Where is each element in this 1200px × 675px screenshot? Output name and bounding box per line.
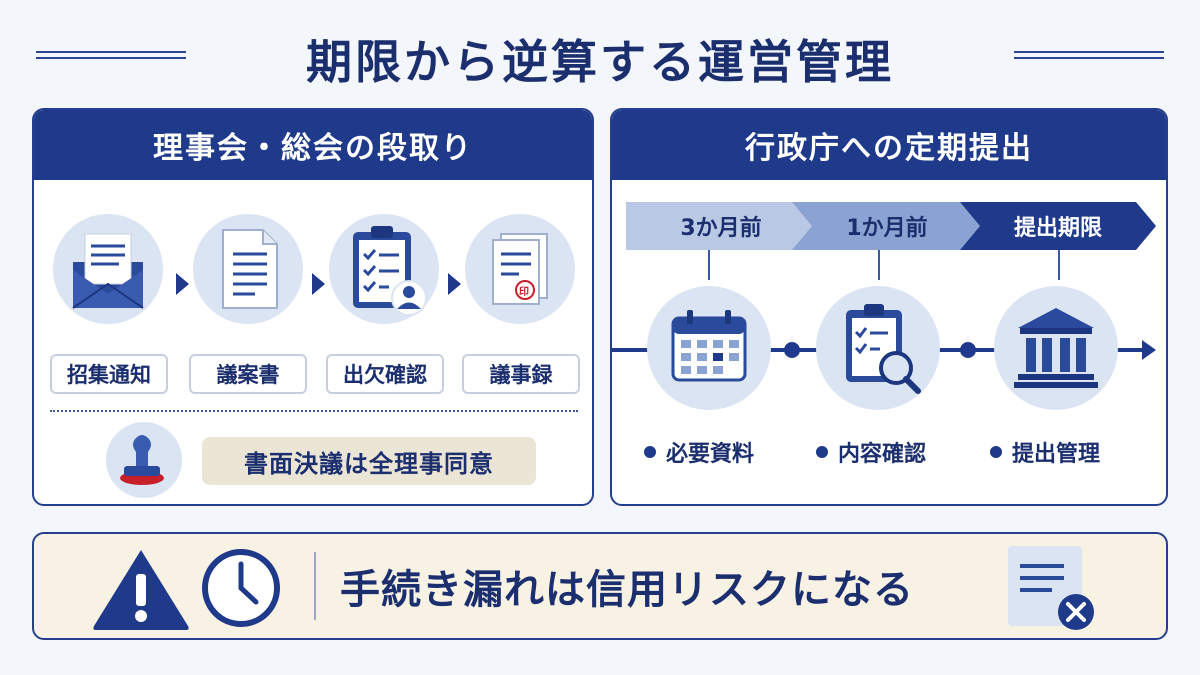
step-minutes-circle: 印 (465, 214, 575, 324)
title-row: 期限から逆算する運営管理 (0, 18, 1200, 89)
meeting-procedure-panel: 理事会・総会の段取り (32, 108, 594, 506)
calendar-circle (647, 286, 771, 410)
seal-stamp-icon (120, 435, 164, 485)
step-label-attendance: 出欠確認 (326, 354, 444, 394)
page-title: 期限から逆算する運営管理 (306, 35, 894, 89)
phase-connector-1 (708, 250, 710, 280)
step-minutes: 印 (464, 214, 576, 324)
bullet-content-check: 内容確認 (816, 436, 926, 468)
phase-3-months-label: 3か月前 (680, 216, 762, 241)
clipboard-checklist-icon (353, 226, 427, 316)
step-notice-circle (53, 214, 163, 324)
phase-connector-2 (878, 250, 880, 280)
government-circle (994, 286, 1118, 410)
bullet-submission-mgmt: 提出管理 (990, 436, 1100, 468)
risk-message: 手続き漏れは信用リスクになる (340, 567, 914, 613)
timeline-dot-2 (960, 342, 976, 358)
bullet-required-docs: 必要資料 (644, 436, 754, 468)
clock-icon (202, 549, 280, 627)
stamped-minutes-icon (492, 233, 548, 305)
step-attendance-circle (329, 214, 439, 324)
phase-deadline-shape (960, 202, 1156, 250)
step-arrow-3 (448, 273, 461, 295)
step-agenda-circle (193, 214, 303, 324)
step-agenda (192, 214, 304, 324)
rejected-document-icon (1008, 546, 1094, 630)
bullet-submission-mgmt-text: 提出管理 (1012, 442, 1101, 467)
calendar-icon (671, 310, 747, 382)
bullet-dot (990, 446, 1002, 458)
phase-3-months: 3か月前 (626, 202, 816, 250)
bullet-required-docs-text: 必要資料 (666, 442, 755, 467)
stamp-seal-text: 印 (519, 287, 529, 298)
phase-3-months-shape (626, 202, 816, 250)
written-resolution-note: 書面決議は全理事同意 (202, 437, 536, 485)
step-notice (52, 214, 164, 324)
bullet-dot (644, 446, 656, 458)
review-circle (816, 286, 940, 410)
meeting-procedure-header: 理事会・総会の段取り (34, 110, 592, 180)
phase-1-month-label: 1か月前 (846, 216, 928, 241)
step-label-minutes: 議事録 (462, 354, 580, 394)
step-arrow-2 (312, 273, 325, 295)
government-building-icon (1014, 308, 1098, 388)
bullet-content-check-text: 内容確認 (838, 442, 927, 467)
banner-divider (314, 552, 316, 620)
phase-1-month: 1か月前 (792, 202, 982, 250)
title-decoration-right (1014, 51, 1164, 59)
step-label-agenda: 議案書 (189, 354, 307, 394)
step-attendance (328, 214, 440, 324)
clipboard-magnifier-icon (846, 304, 921, 394)
seal-stamp-circle (106, 422, 182, 498)
regulatory-filing-header: 行政庁への定期提出 (612, 110, 1166, 180)
phase-deadline-label: 提出期限 (1013, 216, 1102, 241)
warning-icon (93, 550, 189, 630)
phase-connector-3 (1058, 250, 1060, 280)
phase-deadline: 提出期限 (960, 202, 1156, 250)
envelope-icon (72, 233, 144, 309)
step-arrow-1 (176, 273, 189, 295)
document-icon (222, 229, 278, 309)
timeline-dot-1 (784, 342, 800, 358)
section-divider (50, 410, 578, 412)
timeline-arrowhead (1142, 340, 1156, 360)
phase-1-month-shape (792, 202, 982, 250)
title-decoration-left (36, 51, 186, 59)
step-label-notice: 招集通知 (50, 354, 168, 394)
regulatory-filing-panel: 行政庁への定期提出 3か月前 1か月前 提出期限 (610, 108, 1168, 506)
risk-banner: 手続き漏れは信用リスクになる (32, 532, 1168, 640)
bullet-dot (816, 446, 828, 458)
